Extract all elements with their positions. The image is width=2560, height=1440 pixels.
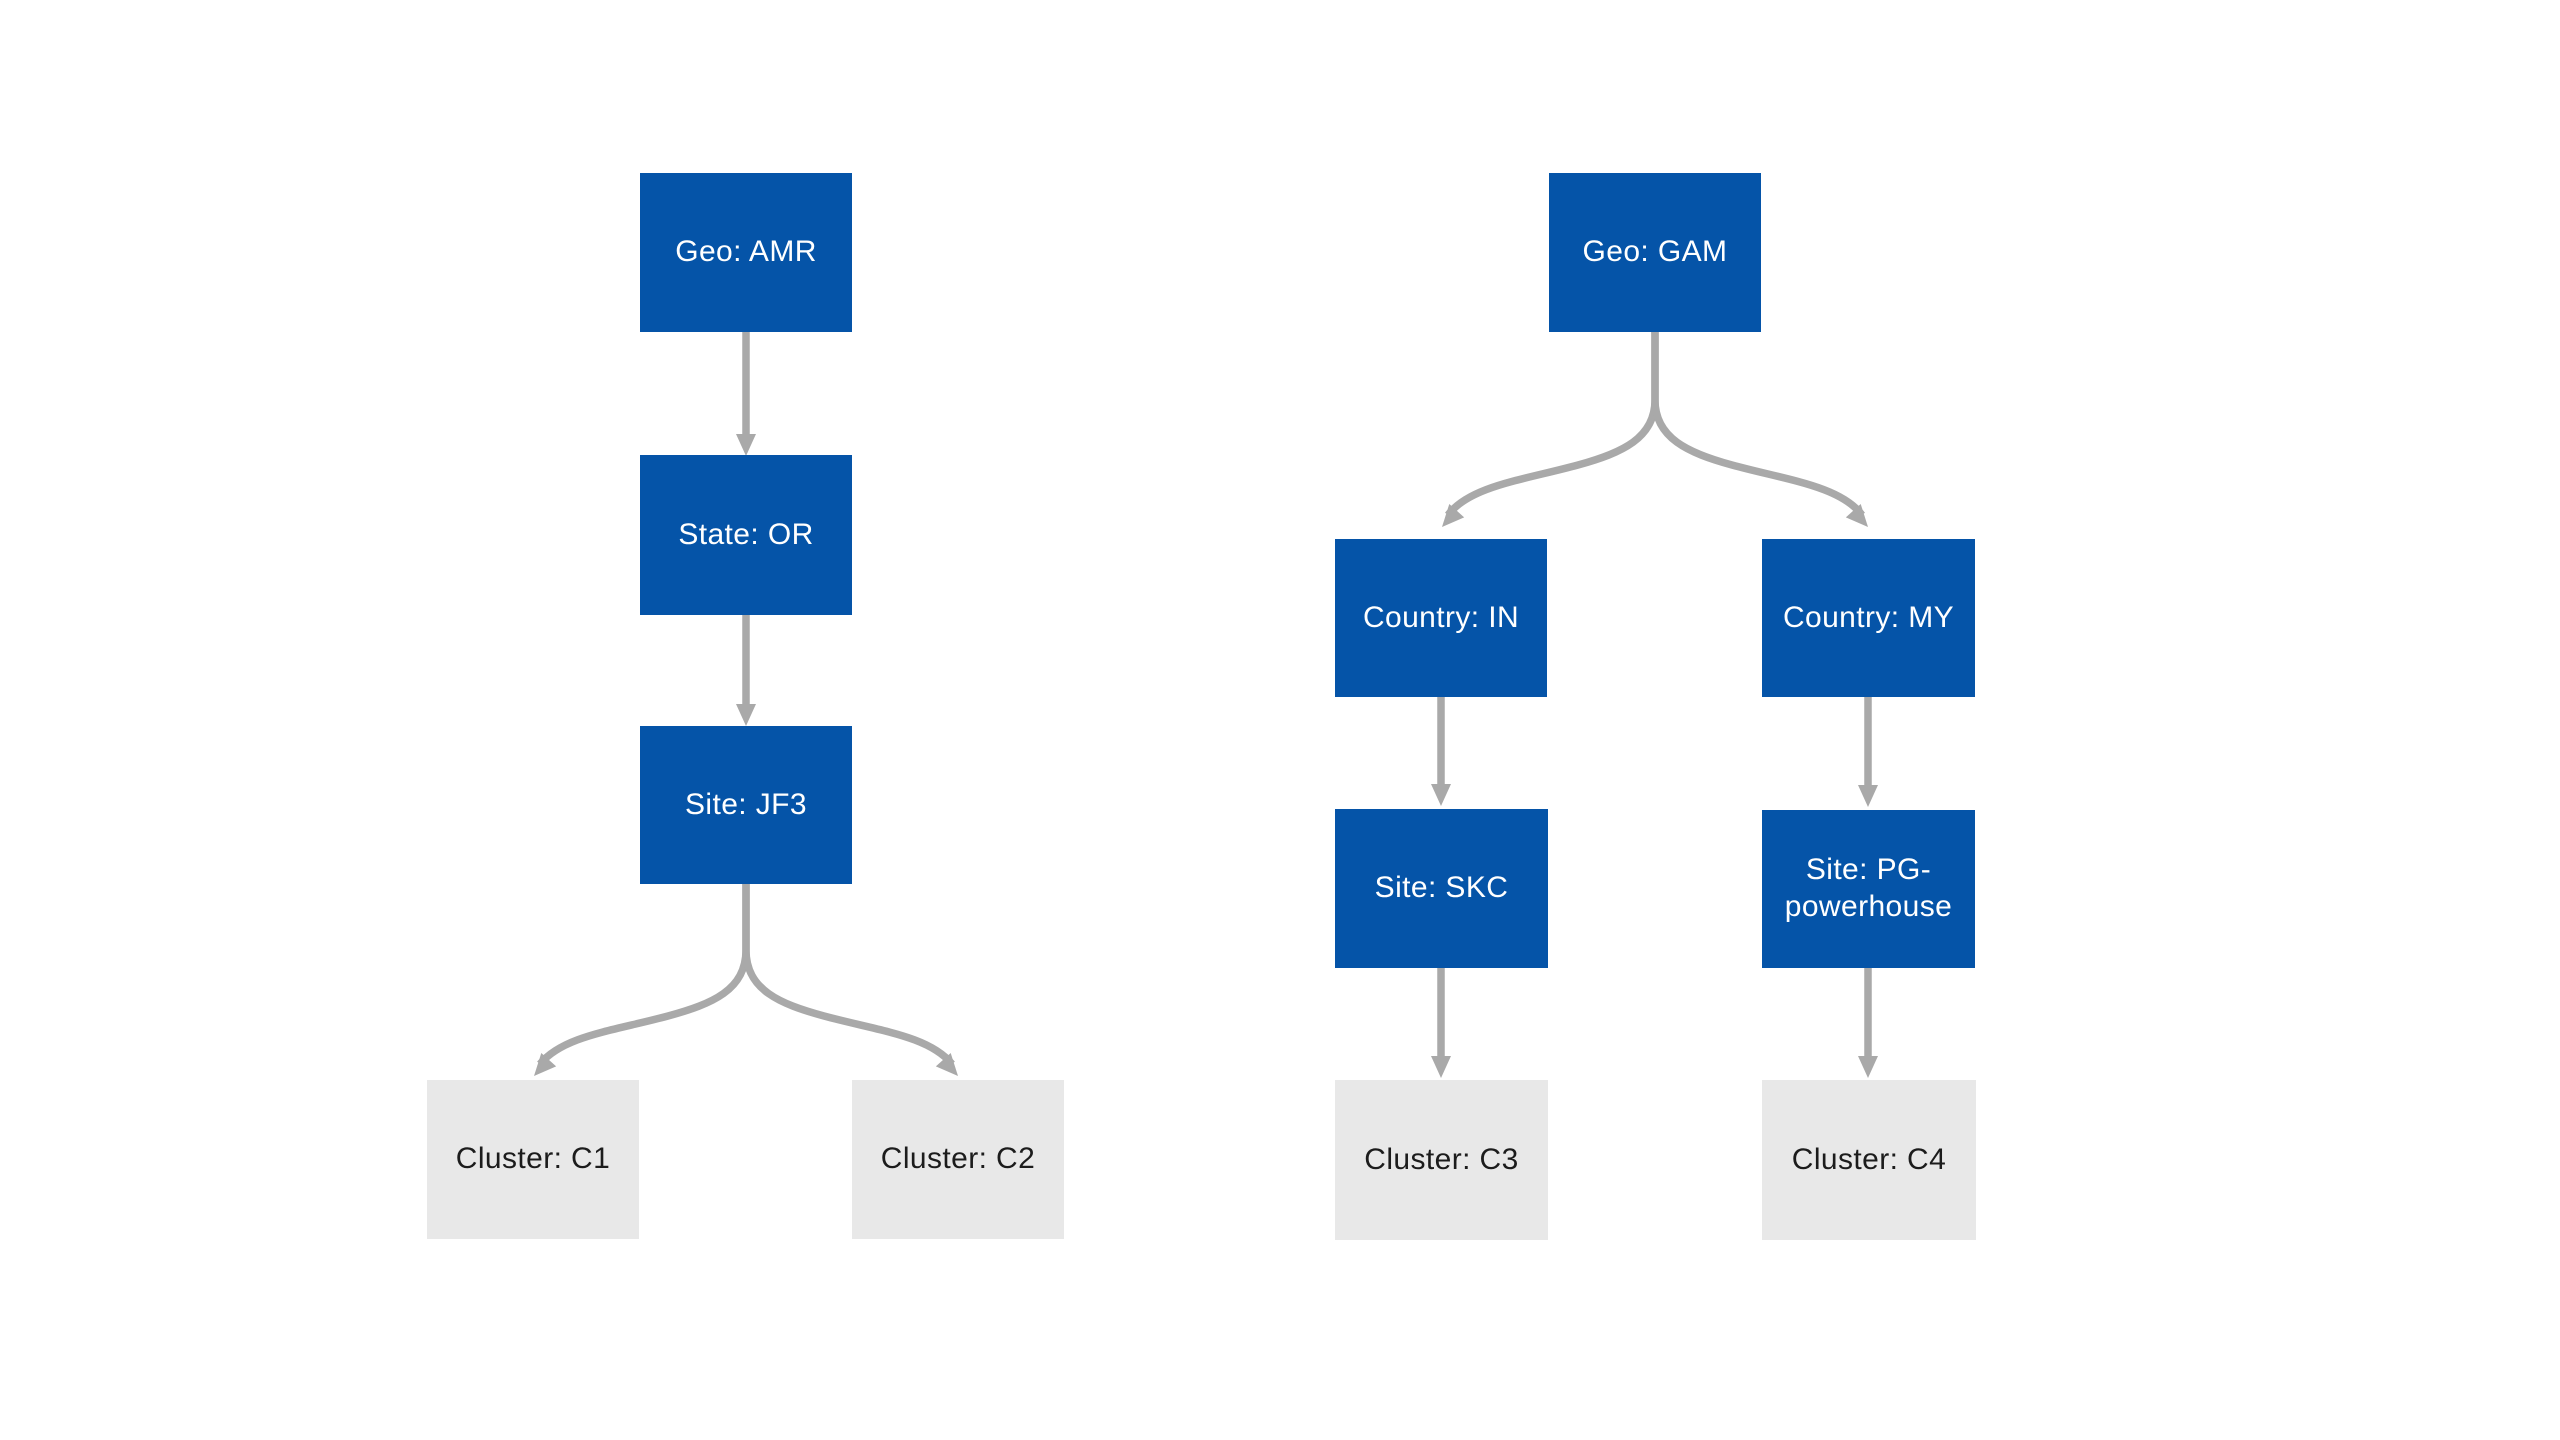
- node-country-my: Country: MY: [1762, 539, 1975, 697]
- node-label: Cluster: C4: [1791, 1142, 1947, 1176]
- node-geo-amr: Geo: AMR: [640, 173, 852, 332]
- node-site-jf3: Site: JF3: [640, 726, 852, 884]
- edge-site-pg-to-cluster-c4: [1858, 968, 1878, 1078]
- node-label: Site: PG-powerhouse: [1784, 853, 1953, 923]
- edge-site-jf3-to-cluster-c1: [534, 884, 750, 1076]
- node-label: Country: MY: [1782, 600, 1955, 634]
- node-country-in: Country: IN: [1335, 539, 1547, 697]
- node-label: Site: JF3: [685, 787, 807, 821]
- node-cluster-c3: Cluster: C3: [1335, 1080, 1548, 1240]
- edge-country-in-to-site-skc: [1431, 697, 1451, 806]
- node-label: State: OR: [678, 517, 814, 551]
- node-site-skc: Site: SKC: [1335, 809, 1548, 968]
- node-cluster-c2: Cluster: C2: [852, 1080, 1064, 1239]
- node-label: Cluster: C3: [1364, 1142, 1519, 1176]
- node-label: Country: IN: [1362, 600, 1520, 634]
- node-label: Geo: GAM: [1582, 235, 1728, 269]
- node-cluster-c4: Cluster: C4: [1762, 1080, 1976, 1240]
- edge-state-or-to-site-jf3: [736, 615, 756, 726]
- node-label: Cluster: C1: [455, 1142, 611, 1176]
- edge-geo-amr-to-state-or: [736, 332, 756, 456]
- node-label: Geo: AMR: [675, 235, 817, 269]
- node-state-or: State: OR: [640, 455, 852, 615]
- node-label: Site: SKC: [1374, 871, 1509, 905]
- edge-country-my-to-site-pg: [1858, 697, 1878, 807]
- node-cluster-c1: Cluster: C1: [427, 1080, 639, 1239]
- edge-site-jf3-to-cluster-c2: [742, 884, 958, 1076]
- edge-geo-gam-to-country-my: [1651, 332, 1868, 527]
- node-site-pg: Site: PG-powerhouse: [1762, 810, 1975, 968]
- edge-site-skc-to-cluster-c3: [1431, 968, 1451, 1078]
- edge-geo-gam-to-country-in: [1442, 332, 1659, 527]
- node-geo-gam: Geo: GAM: [1549, 173, 1761, 332]
- node-label: Cluster: C2: [880, 1142, 1036, 1176]
